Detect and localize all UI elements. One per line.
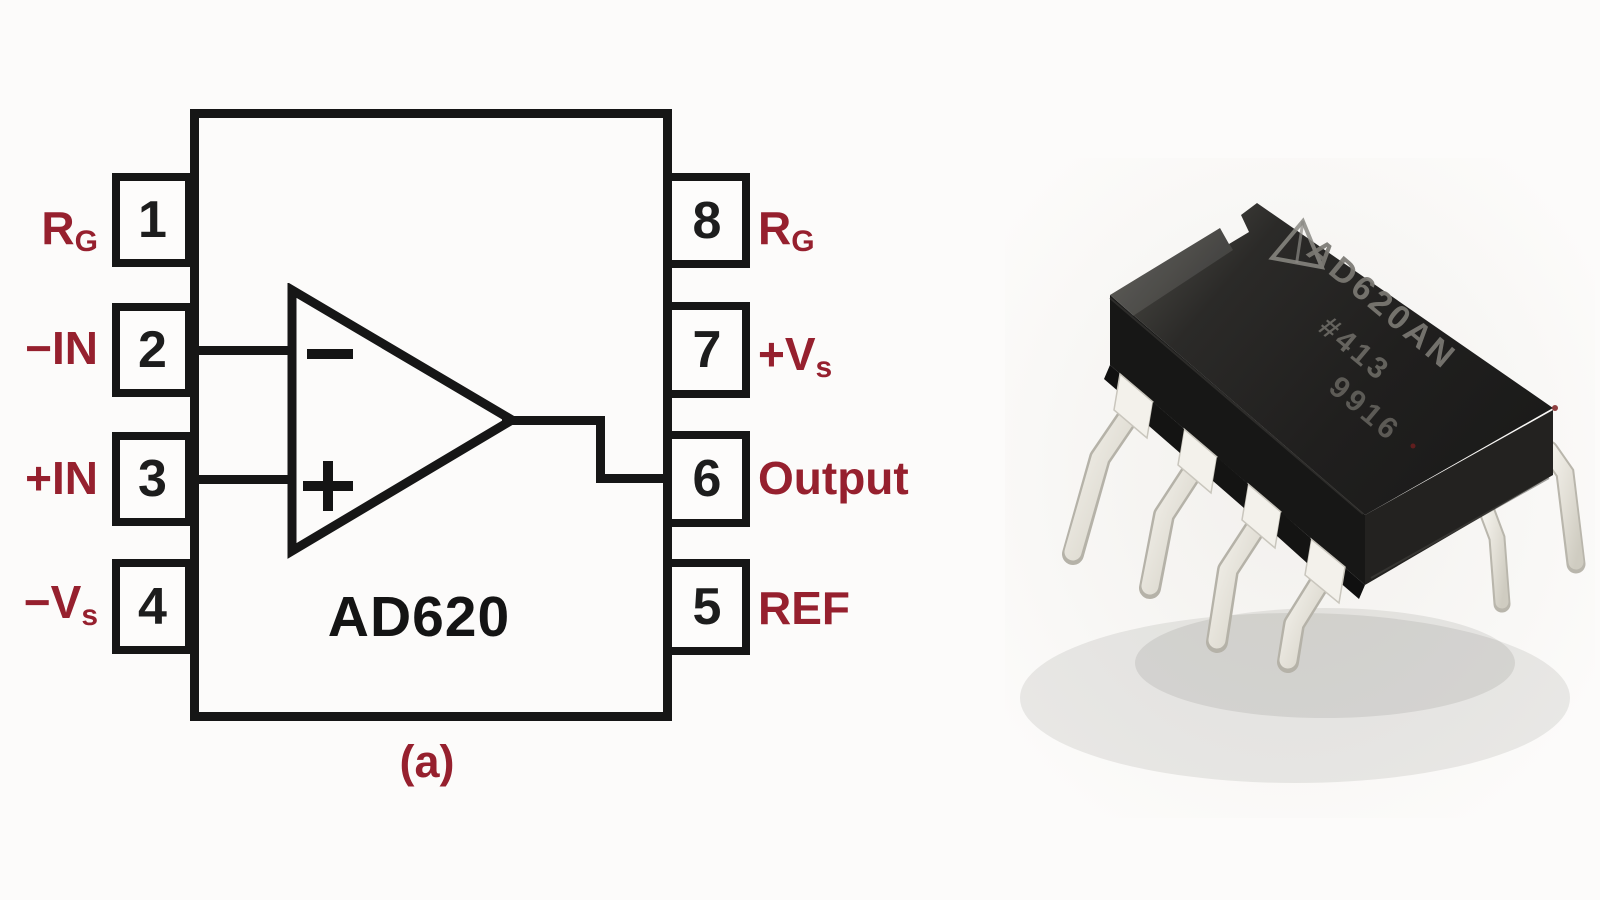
chip-front-face xyxy=(1110,295,1365,585)
chip-name-label: AD620 xyxy=(327,585,511,649)
chip-pin-2 xyxy=(1141,460,1203,595)
chip-edge-bevel xyxy=(1109,297,1364,515)
pin-number-2: 2 xyxy=(138,321,167,379)
pin-label-ref: REF xyxy=(758,580,850,650)
pin-label-main: −V xyxy=(23,576,82,628)
pin-label-sub: G xyxy=(74,225,98,258)
chip-shadow xyxy=(1020,613,1570,783)
pin-label-main: R xyxy=(41,202,75,254)
pin-box-6: 6 xyxy=(664,431,750,527)
pin-number-3: 3 xyxy=(138,450,167,508)
pin-label-sub: s xyxy=(815,351,833,384)
pin-label-main: R xyxy=(758,202,792,254)
pin-label-rg-left: RG xyxy=(0,200,98,270)
pin-box-1: 1 xyxy=(112,173,193,267)
wire-output-horizontal-2 xyxy=(596,474,666,483)
pin-label-rg-right: RG xyxy=(758,200,815,270)
chip-pin-1 xyxy=(1064,405,1139,561)
wire-output-horizontal-1 xyxy=(502,416,605,425)
pin-number-8: 8 xyxy=(692,191,722,250)
pin-label-main: −IN xyxy=(25,322,98,374)
pin-label-sub: s xyxy=(81,599,98,632)
minus-input-symbol xyxy=(307,349,353,359)
figure-caption: (a) xyxy=(399,736,455,787)
chip-pin-spacer-1 xyxy=(1113,372,1154,440)
chip-shadow-inner xyxy=(1135,608,1515,718)
pin-label-plus-vs: +Vs xyxy=(758,326,832,396)
pin-number-5: 5 xyxy=(692,578,722,636)
opamp-triangle xyxy=(287,283,521,559)
ic-body-outline xyxy=(190,109,672,721)
pin-box-7: 7 xyxy=(664,302,750,398)
pin-box-2: 2 xyxy=(112,303,193,397)
pin-number-7: 7 xyxy=(692,321,722,379)
wire-pin3-to-plus xyxy=(194,475,296,484)
chip-pin-right-front xyxy=(1541,442,1584,570)
chip-pin-right-rear xyxy=(1478,499,1509,609)
pin-box-8: 8 xyxy=(664,173,750,268)
pin-number-6: 6 xyxy=(692,450,722,508)
chip-right-face xyxy=(1365,410,1553,585)
pin-label-main: +V xyxy=(758,328,816,380)
pin-box-3: 3 xyxy=(112,432,193,526)
chip-top-highlight xyxy=(1110,228,1233,316)
pin-number-4: 4 xyxy=(138,577,167,636)
red-speck-1 xyxy=(1552,405,1558,411)
pin-label-main: Output xyxy=(758,452,909,504)
chip-pin-4 xyxy=(1279,570,1331,669)
chip-shoulder-3 xyxy=(1277,512,1311,563)
pin-label-minus-vs: −Vs xyxy=(0,574,98,644)
pin-label-main: REF xyxy=(758,582,850,634)
chip-shoulder-1 xyxy=(1149,402,1184,453)
chip-top-face xyxy=(1110,203,1553,515)
pin-label-main: +IN xyxy=(25,452,98,504)
pin-box-4: 4 xyxy=(112,559,193,654)
wire-pin2-to-minus xyxy=(194,346,296,355)
red-speck-2 xyxy=(1410,443,1416,449)
chip-photo: AD620AN #413 9916 xyxy=(1005,158,1595,818)
chip-shoulder-2 xyxy=(1213,457,1248,508)
pin-label-minus-in: −IN xyxy=(0,320,98,390)
chip-pin-3 xyxy=(1208,515,1267,649)
chip-right-face-streak xyxy=(1370,477,1550,579)
pin-label-sub: G xyxy=(791,225,815,258)
pin-number-1: 1 xyxy=(138,191,167,249)
pin-label-plus-in: +IN xyxy=(0,450,98,520)
pin-box-5: 5 xyxy=(664,559,750,655)
pin-label-output: Output xyxy=(758,450,909,520)
plus-input-symbol-vertical-bar xyxy=(323,461,333,511)
analog-devices-logo-icon xyxy=(1268,217,1326,270)
wire-output-vertical xyxy=(596,416,605,483)
